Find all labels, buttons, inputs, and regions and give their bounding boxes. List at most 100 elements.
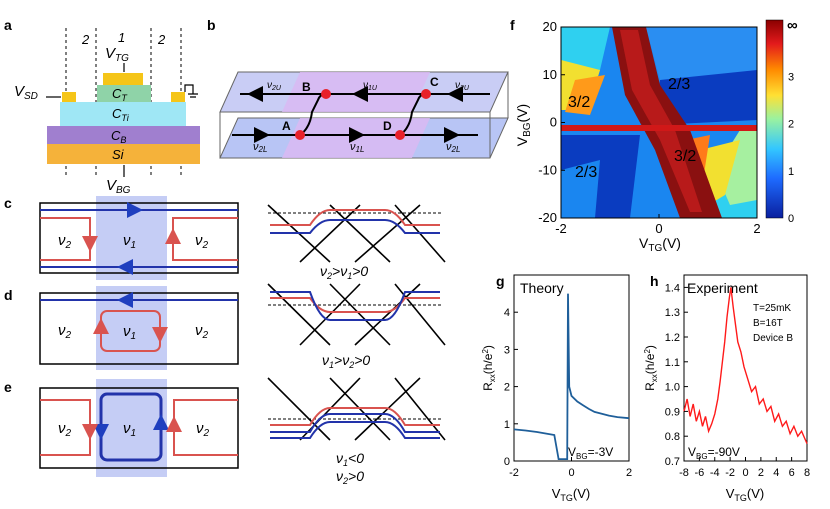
source-contact [62, 92, 76, 102]
cti-label: CTi [112, 106, 130, 123]
h-x-tick-label: -4 [710, 467, 720, 479]
g-title: Theory [520, 280, 564, 296]
blue-level [270, 413, 440, 433]
panel-label-e: e [4, 379, 12, 395]
edge-v2U-right: ν2U [455, 80, 470, 92]
nu1-center: ν1 [123, 323, 136, 342]
condition-e-1: ν1<0 [336, 450, 364, 468]
edge-v1U: ν1U [363, 80, 378, 92]
vbg-label: VBG [106, 177, 131, 196]
heatmap-zone [655, 70, 757, 125]
g-y-tick-label: 1 [504, 419, 510, 431]
region-2-3-bottom: 2/3 [575, 164, 597, 181]
f-ylabel: VBG(V) [514, 104, 533, 146]
h-y-tick-label: 1.0 [665, 382, 680, 394]
h-y-tick-label: 0.9 [665, 406, 680, 418]
f-x-tick-label: -2 [555, 221, 567, 236]
si-layer [47, 144, 200, 164]
g-xlabel: VTG(V) [552, 486, 591, 503]
nu2-left: ν2 [58, 420, 72, 439]
g-x-tick-label: -2 [509, 467, 519, 479]
colorbar-tick-label: 0 [788, 213, 794, 225]
h-ylabel: Rxx(h/e2) [643, 345, 659, 391]
nu1-center: ν1 [123, 232, 136, 251]
red-level [270, 407, 440, 426]
heatmap-horizontal-line [561, 125, 757, 131]
heatmap-zone [561, 160, 600, 218]
nu2-left: ν2 [58, 322, 72, 341]
panel-label-d: d [4, 287, 13, 303]
vsd-label: VSD [14, 83, 38, 102]
f-x-tick-label: 2 [753, 221, 760, 236]
heatmap-diagonal-core [620, 30, 702, 212]
si-label: Si [112, 147, 125, 162]
band-lines [267, 283, 446, 346]
colorbar [765, 19, 784, 219]
nu2-right: ν2 [195, 232, 209, 251]
junction-C [421, 89, 431, 99]
f-y-tick-label: -20 [538, 210, 557, 225]
colorbar-infinity: ∞ [787, 17, 798, 34]
h-legend-temp: T=25mK [753, 303, 791, 314]
g-annotation: VBG=-3V [568, 445, 613, 461]
panel-label-g: g [496, 273, 505, 289]
panel-b-slab: B C A D ν2U ν1U ν2U ν2L ν1L ν2L [219, 71, 509, 159]
panel-c-schematic: ν2 ν1 ν2 ν2>ν1>0 [39, 196, 446, 281]
point-D: D [383, 119, 392, 133]
h-x-tick-label: 6 [789, 467, 795, 479]
edge-v1L: ν1L [350, 141, 364, 154]
condition-e-2: ν2>0 [336, 468, 364, 486]
blue-level [270, 291, 440, 321]
vtg-label: VTG [105, 45, 129, 64]
edge-v2L-left: ν2L [253, 141, 267, 154]
g-series-line [513, 293, 630, 460]
h-x-tick-label: 2 [758, 467, 764, 479]
region-3-2-left: 3/2 [568, 94, 590, 111]
nu2-left: ν2 [58, 232, 72, 251]
region-label-center: 1 [118, 30, 125, 45]
h-series-line [683, 287, 808, 444]
point-A: A [282, 119, 291, 133]
region-3-2-right: 3/2 [674, 148, 696, 165]
cti-layer [60, 102, 186, 126]
panel-d-schematic: ν2 ν1 ν2 ν1>ν2>0 [39, 283, 446, 370]
h-y-tick-label: 1.2 [665, 332, 680, 344]
sample-outline [39, 387, 239, 469]
blue-level [270, 219, 440, 234]
ct-label: CT [112, 86, 128, 103]
f-xlabel: VTG(V) [639, 235, 681, 254]
h-y-tick-label: 0.8 [665, 431, 680, 443]
panel-e-schematic: ν2 ν1 ν2 ν1<0 ν2>0 [39, 377, 446, 486]
junction-B [321, 89, 331, 99]
g-y-tick-label: 3 [504, 344, 510, 356]
f-x-tick-label: 0 [655, 221, 662, 236]
heatmap-zone [565, 75, 605, 115]
colorbar-tick-label: 2 [788, 119, 794, 131]
sample-outline [39, 292, 239, 365]
nu2-right: ν2 [196, 420, 210, 439]
edge-v2L-right: ν2L [446, 141, 460, 154]
g-x-tick-label: 0 [568, 467, 574, 479]
junction-D [395, 130, 405, 140]
f-y-tick-label: -10 [538, 162, 557, 177]
f-x-ticks: -2 0 2 [555, 214, 761, 236]
point-B: B [302, 80, 311, 94]
point-C: C [430, 75, 439, 89]
h-y-tick-label: 1.3 [665, 307, 680, 319]
h-xlabel: VTG(V) [726, 486, 765, 503]
h-y-tick-label: 0.7 [665, 456, 680, 468]
h-x-tick-label: -2 [725, 467, 735, 479]
condition-c: ν2>ν1>0 [320, 263, 368, 281]
h-annotation: VBG=-90V [688, 445, 740, 461]
ct-layer [97, 85, 151, 102]
f-y-tick-label: 20 [543, 19, 557, 34]
red-level [270, 209, 440, 226]
panel-label-a: a [4, 17, 12, 33]
region-label-left: 2 [81, 32, 90, 47]
